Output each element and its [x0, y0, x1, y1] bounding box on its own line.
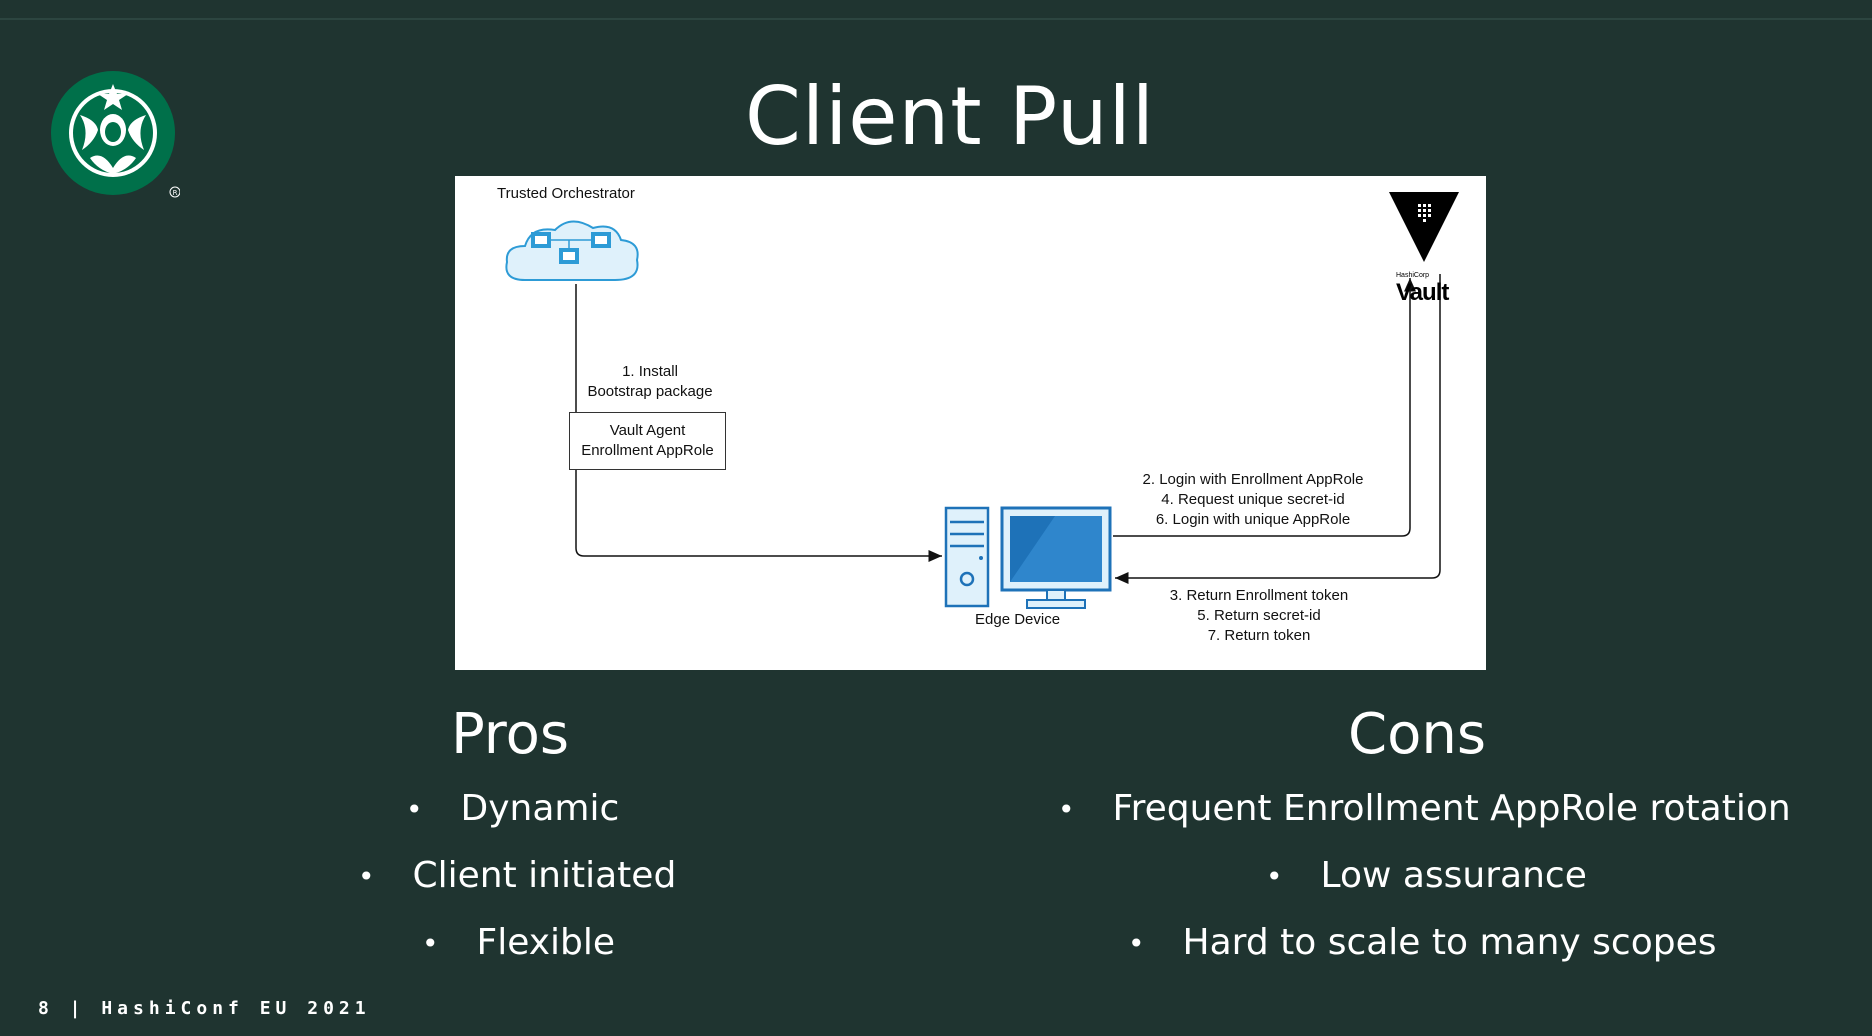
cons-item-scale: •Hard to scale to many scopes — [1128, 922, 1717, 963]
starbucks-logo-icon: R — [50, 70, 181, 200]
vault-brand-small: HashiCorp — [1396, 272, 1430, 279]
agent-line1: Vault Agent — [609, 422, 686, 439]
vault-logo-icon — [1389, 192, 1459, 262]
vault-brand: Vault — [1396, 279, 1449, 306]
response-step-5: 5. Return secret-id — [1197, 607, 1321, 624]
pros-item-flexible: •Flexible — [422, 922, 616, 963]
cons-heading: Cons — [1348, 702, 1487, 767]
top-divider — [0, 18, 1872, 20]
edge-device-icon — [944, 506, 1112, 609]
cons-item-rotation: •Frequent Enrollment AppRole rotation — [1058, 788, 1791, 829]
slide-title: Client Pull — [744, 70, 1156, 163]
edge-device-label: Edge Device — [975, 611, 1061, 628]
install-step-line1: 1. Install — [622, 363, 678, 380]
client-pull-diagram: Trusted Orchestrator 1. Install Bootstra… — [455, 176, 1486, 670]
request-step-2: 2. Login with Enrollment AppRole — [1142, 471, 1364, 488]
request-step-6: 6. Login with unique AppRole — [1155, 511, 1351, 528]
orchestrator-label: Trusted Orchestrator — [497, 185, 635, 202]
agent-line2: Enrollment AppRole — [581, 442, 714, 459]
pros-item-client-initiated: •Client initiated — [358, 855, 677, 896]
pros-heading: Pros — [451, 702, 570, 767]
svg-text:R: R — [173, 189, 178, 197]
request-step-4: 4. Request unique secret-id — [1161, 491, 1345, 508]
install-step-line2: Bootstrap package — [587, 383, 713, 400]
response-step-7: 7. Return token — [1207, 627, 1311, 644]
cloud-icon — [505, 220, 639, 281]
response-step-3: 3. Return Enrollment token — [1169, 587, 1349, 604]
vault-agent-box: Vault Agent Enrollment AppRole — [569, 412, 726, 470]
slide-footer: 8 | HashiConf EU 2021 — [38, 998, 371, 1019]
cons-item-low-assurance: •Low assurance — [1266, 855, 1587, 896]
pros-item-dynamic: •Dynamic — [406, 788, 620, 829]
